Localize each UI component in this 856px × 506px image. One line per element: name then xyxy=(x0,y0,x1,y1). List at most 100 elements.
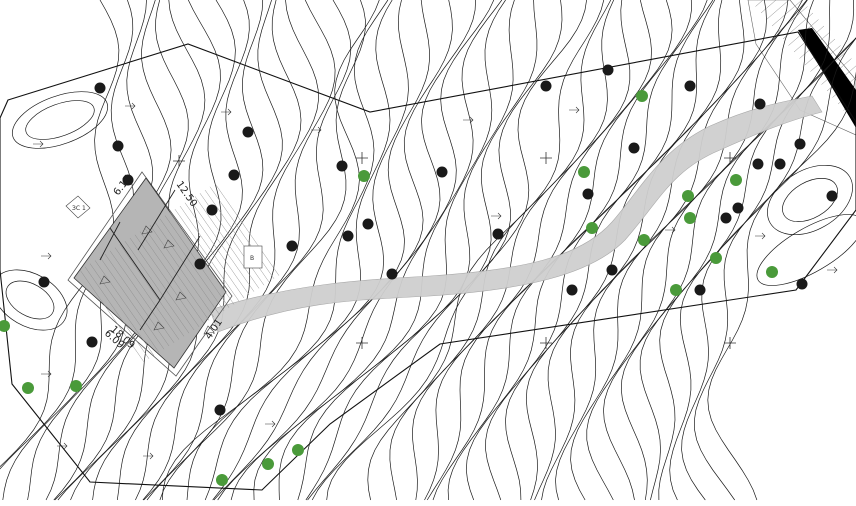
tree-existing-icon xyxy=(214,404,226,416)
contour-line xyxy=(620,0,814,501)
slope-arrow-icon xyxy=(665,226,676,234)
roof-hatch-line xyxy=(144,228,210,321)
tree-existing-icon xyxy=(436,166,448,178)
tree-new-icon xyxy=(636,90,648,102)
contour-line xyxy=(681,37,856,501)
contour-line xyxy=(707,71,856,501)
contour-line xyxy=(326,0,587,501)
slope-arrow-icon xyxy=(143,452,154,460)
slope-arrow-icon xyxy=(265,420,276,428)
contour-line xyxy=(142,0,319,501)
contour-line xyxy=(143,0,336,501)
contour-line xyxy=(570,0,803,501)
tree-existing-icon xyxy=(112,140,124,152)
roof-arrow-icon xyxy=(153,321,165,331)
tree-new-icon xyxy=(292,444,304,456)
tree-new-icon xyxy=(262,458,274,470)
tree-existing-icon xyxy=(286,240,298,252)
contour-line xyxy=(253,0,495,501)
tree-existing-icon xyxy=(492,228,504,240)
contour-line xyxy=(534,0,745,501)
contour-loop xyxy=(756,214,856,286)
tree-existing-icon xyxy=(754,98,766,110)
contour-line xyxy=(603,0,808,501)
tree-existing-icon xyxy=(694,284,706,296)
roof-hatch-line xyxy=(124,241,190,334)
contour-line xyxy=(146,0,352,501)
roof-hatch-line xyxy=(119,244,185,337)
slope-arrow-icon xyxy=(125,102,136,110)
roof-hatch-line xyxy=(129,237,195,331)
site-boundary xyxy=(0,31,856,491)
tree-existing-icon xyxy=(796,278,808,290)
contour-line xyxy=(278,0,503,501)
trees-existing xyxy=(38,64,838,416)
tree-new-icon xyxy=(0,320,10,332)
contour-line xyxy=(186,0,389,501)
contour-line xyxy=(307,0,538,501)
slope-arrow-icon xyxy=(33,140,44,148)
tree-existing-icon xyxy=(336,160,348,172)
survey-cross-icon xyxy=(540,337,552,349)
tree-new-icon xyxy=(638,234,650,246)
roof-hatch-line xyxy=(94,260,160,353)
survey-cross-icon xyxy=(356,337,368,349)
slope-arrow-icon xyxy=(57,442,68,450)
tree-new-icon xyxy=(684,212,696,224)
road-hatch-line xyxy=(771,0,803,27)
roof-hatch-line xyxy=(159,218,225,311)
tree-existing-icon xyxy=(606,264,618,276)
survey-cross-icon xyxy=(173,155,185,167)
tree-new-icon xyxy=(70,380,82,392)
contour-loop xyxy=(11,91,109,149)
contour-line xyxy=(465,0,708,501)
tree-new-icon xyxy=(730,174,742,186)
roof-hatch-line xyxy=(89,263,155,356)
tree-existing-icon xyxy=(732,202,744,214)
roof-hatch-line xyxy=(169,212,235,305)
slope-arrow-icon xyxy=(221,108,232,116)
contour-loop xyxy=(767,164,853,236)
tree-existing-icon xyxy=(94,82,106,94)
contour-line xyxy=(424,0,631,501)
contour-line xyxy=(54,0,221,501)
roof-hatch-line xyxy=(184,202,250,295)
tree-new-icon xyxy=(578,166,590,178)
survey-cross-icon xyxy=(356,152,368,164)
roof-hatch-line xyxy=(104,253,170,347)
contour-line xyxy=(311,0,563,501)
roof-hatch-line xyxy=(139,231,205,324)
sign-top-left: ЗС 1 xyxy=(65,195,91,219)
tree-existing-icon xyxy=(794,138,806,150)
road-hatch-line xyxy=(755,0,764,7)
roof-hatch-line xyxy=(134,234,200,327)
roof-hatch-line xyxy=(209,186,275,279)
roof-hatch-line xyxy=(194,196,260,289)
tree-existing-icon xyxy=(720,212,732,224)
slope-arrow-icon xyxy=(311,126,322,134)
tree-new-icon xyxy=(710,252,722,264)
contour-line xyxy=(389,0,612,501)
tree-existing-icon xyxy=(206,204,218,216)
roof-hatch-line xyxy=(174,209,240,302)
tree-existing-icon xyxy=(342,230,354,242)
tree-new-icon xyxy=(670,284,682,296)
tree-existing-icon xyxy=(566,284,578,296)
contour-line xyxy=(412,0,615,501)
driveway xyxy=(209,95,823,333)
tree-new-icon xyxy=(216,474,228,486)
tree-new-icon xyxy=(22,382,34,394)
tree-new-icon xyxy=(682,190,694,202)
roof-ridges xyxy=(99,189,201,331)
tree-existing-icon xyxy=(540,80,552,92)
contour-line xyxy=(297,0,506,501)
contour-loop xyxy=(25,100,95,140)
contour-line xyxy=(305,0,515,501)
slope-arrow-icon xyxy=(755,232,766,240)
survey-crosses xyxy=(173,152,736,349)
contour-line xyxy=(70,0,250,501)
survey-cross-icon xyxy=(540,152,552,164)
roof-hatch-line xyxy=(114,247,180,340)
roof-arrow-icon xyxy=(163,239,175,249)
